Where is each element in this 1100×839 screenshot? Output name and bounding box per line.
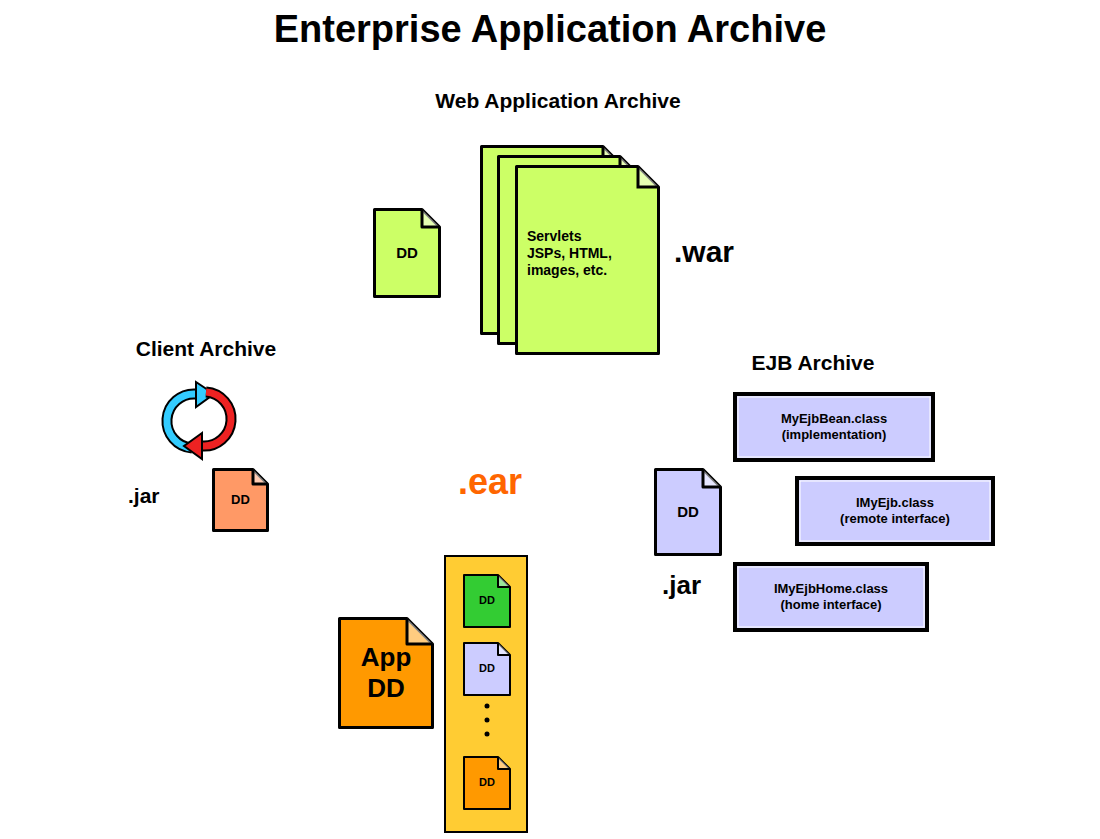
box-label: DD bbox=[479, 776, 495, 789]
war-ellipse: Web Application Archive .war DD Servlets JS… bbox=[333, 86, 783, 388]
ellipsis-dots bbox=[485, 704, 490, 737]
box-label: DD bbox=[479, 594, 495, 607]
archive-extension: .war bbox=[674, 234, 764, 270]
class-file-box: IMyEjb.class (remote interface) bbox=[795, 476, 995, 546]
web-content-pages: Servlets JSPs, HTML, images, etc. bbox=[480, 145, 665, 360]
ear-ellipse: .earWeb Application Archive.warDDServlet… bbox=[15, 63, 1090, 837]
box-label: DD bbox=[396, 244, 418, 262]
deployment-descriptor: DD bbox=[463, 574, 511, 628]
archive-extension: .jar bbox=[662, 570, 732, 601]
box-label: IMyEjb.class (remote interface) bbox=[803, 495, 987, 526]
archive-extension: .jar bbox=[128, 483, 188, 508]
box-label: IMyEjbHome.class (home interface) bbox=[741, 581, 921, 612]
archive-heading: EJB Archive bbox=[610, 350, 1016, 375]
client-ellipse-outline bbox=[88, 333, 324, 557]
ejb-disk-stack: EJB Archive .jar MyEjbBean.class (implemen… bbox=[610, 348, 1016, 730]
deployment-descriptor: DD bbox=[654, 468, 722, 556]
diagram-title: Enterprise Application Archive bbox=[0, 8, 1100, 51]
box-label: DD bbox=[479, 662, 495, 675]
class-file-box: MyEjbBean.class (implementation) bbox=[733, 392, 935, 462]
client-ellipse: Client Archive .jar DD bbox=[88, 333, 324, 557]
deployment-descriptor: DD bbox=[463, 642, 511, 696]
archive-extension: Servlets JSPs, HTML, images, etc. bbox=[527, 228, 631, 278]
descriptor-column bbox=[445, 556, 527, 832]
archive-heading: Client Archive bbox=[88, 336, 324, 361]
box-label: App DD bbox=[351, 642, 421, 704]
deployment-descriptor: DD bbox=[373, 208, 441, 298]
box-label: DD bbox=[677, 503, 699, 521]
archive-extension: .ear bbox=[430, 460, 550, 503]
class-file-box: IMyEjbHome.class (home interface) bbox=[733, 562, 929, 632]
box-label: MyEjbBean.class (implementation) bbox=[741, 411, 927, 442]
cycle-arrows bbox=[167, 382, 231, 459]
archive-heading: Web Application Archive bbox=[333, 88, 783, 113]
deployment-descriptor: DD bbox=[463, 756, 511, 810]
box-label: DD bbox=[231, 492, 250, 508]
application-descriptor: App DD bbox=[338, 617, 434, 729]
deployment-descriptor: DD bbox=[212, 468, 269, 532]
